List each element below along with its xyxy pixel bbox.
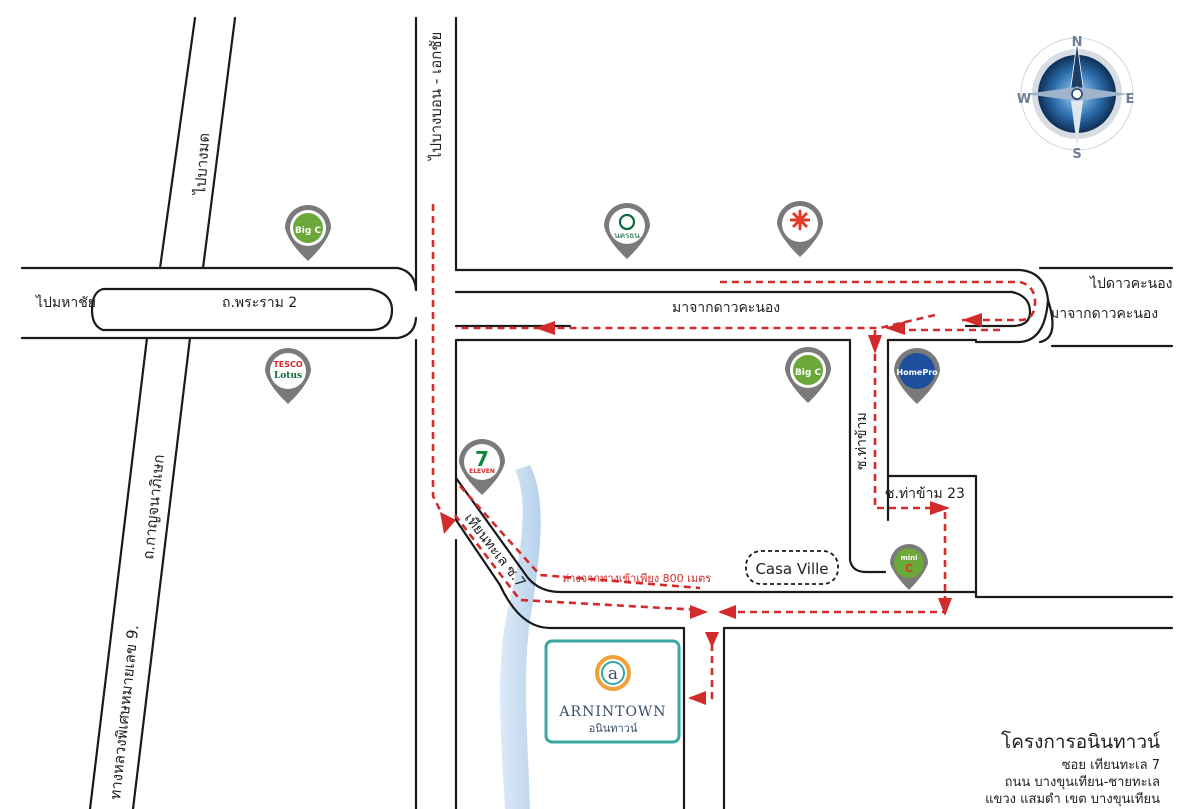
road-network xyxy=(20,16,1174,809)
tesco-text: TESCO xyxy=(273,360,303,369)
homepro-text: HomePro xyxy=(896,368,938,377)
arnintown-name-th: อนินทาวน์ xyxy=(589,722,638,735)
arnintown-logo-mark: a xyxy=(608,664,618,684)
address-line-3: แขวง แสมดำ เขต บางขุนเทียน xyxy=(985,791,1160,807)
address-block: โครงการอนินทาวน์ ซอย เทียนทะเล 7 ถนน บาง… xyxy=(985,730,1160,807)
address-line-2: ถนน บางขุนเทียน-ชายทะเล xyxy=(1005,774,1160,790)
homepro-pin[interactable]: HomePro xyxy=(894,348,940,404)
big-c-logo-text-2: Big C xyxy=(795,368,822,378)
big-c-logo-text: Big C xyxy=(295,226,322,236)
label-from-dao-khanong-main: มาจากดาวคะนอง xyxy=(672,300,780,316)
seven-eleven-number: 7 xyxy=(475,447,489,471)
label-to-bang-mot: ไปบางมด xyxy=(191,132,213,196)
compass-rose: N S E W xyxy=(1017,35,1135,162)
casa-ville-marker[interactable]: Casa Ville xyxy=(745,550,839,585)
label-distance-note: ห่างจากทางเข้าเพียง 800 เมตร xyxy=(562,572,711,585)
seven-eleven-pin[interactable]: 7 ELEVEN xyxy=(459,439,505,495)
nakornthon-hospital-pin[interactable]: นครธน xyxy=(604,203,650,259)
label-from-dao-khanong-side: มาจากดาวคะนอง xyxy=(1050,306,1158,322)
nakornthon-logo-text: นครธน xyxy=(614,231,640,240)
hospital-pin[interactable] xyxy=(777,201,823,257)
compass-needle-south-icon xyxy=(1070,86,1084,146)
seven-eleven-text: ELEVEN xyxy=(469,468,495,475)
label-to-dao-khanong: ไปดาวคะนอง xyxy=(1089,275,1172,292)
mini-big-c-pin[interactable]: mini C xyxy=(890,544,928,590)
lotus-text: Lotus xyxy=(274,371,302,381)
mini-text: mini xyxy=(900,554,917,562)
arnintown-logo-icon xyxy=(595,655,631,691)
address-line-1: ซอย เทียนทะเล 7 xyxy=(1062,757,1160,773)
big-c-pin-dao-khanong[interactable]: Big C xyxy=(785,347,831,403)
arnintown-project-marker[interactable]: a ARNINTOWN อนินทาวน์ xyxy=(544,639,681,744)
address-title: โครงการอนินทาวน์ xyxy=(1001,730,1160,753)
label-kanchanaphisek: ถ.กาญจนาภิเษก xyxy=(139,454,168,561)
casa-ville-label: Casa Ville xyxy=(755,560,828,578)
arnintown-name-en: ARNINTOWN xyxy=(558,704,666,720)
label-to-bang-bon-ekachai: ไปบางบอน - เอกชัย xyxy=(427,32,445,161)
route-path xyxy=(431,204,1037,705)
label-soi-tha-kham-23: ซ.ท่าข้าม 23 xyxy=(885,486,965,502)
compass-west-label: W xyxy=(1017,92,1031,107)
label-to-mahachai: ไปมหาชัย xyxy=(35,294,96,311)
mini-c-text: C xyxy=(905,562,913,575)
canal xyxy=(500,465,541,809)
big-c-pin-rama2[interactable]: Big C xyxy=(285,205,331,261)
compass-south-label: S xyxy=(1072,147,1081,162)
label-soi-tha-kham: ซ.ท่าข้าม xyxy=(854,412,870,470)
compass-east-label: E xyxy=(1126,92,1135,107)
tesco-lotus-pin[interactable]: TESCO Lotus xyxy=(265,348,311,404)
label-rama2: ถ.พระราม 2 xyxy=(222,295,297,311)
compass-north-label: N xyxy=(1072,35,1083,50)
hospital-star-icon xyxy=(790,210,810,230)
